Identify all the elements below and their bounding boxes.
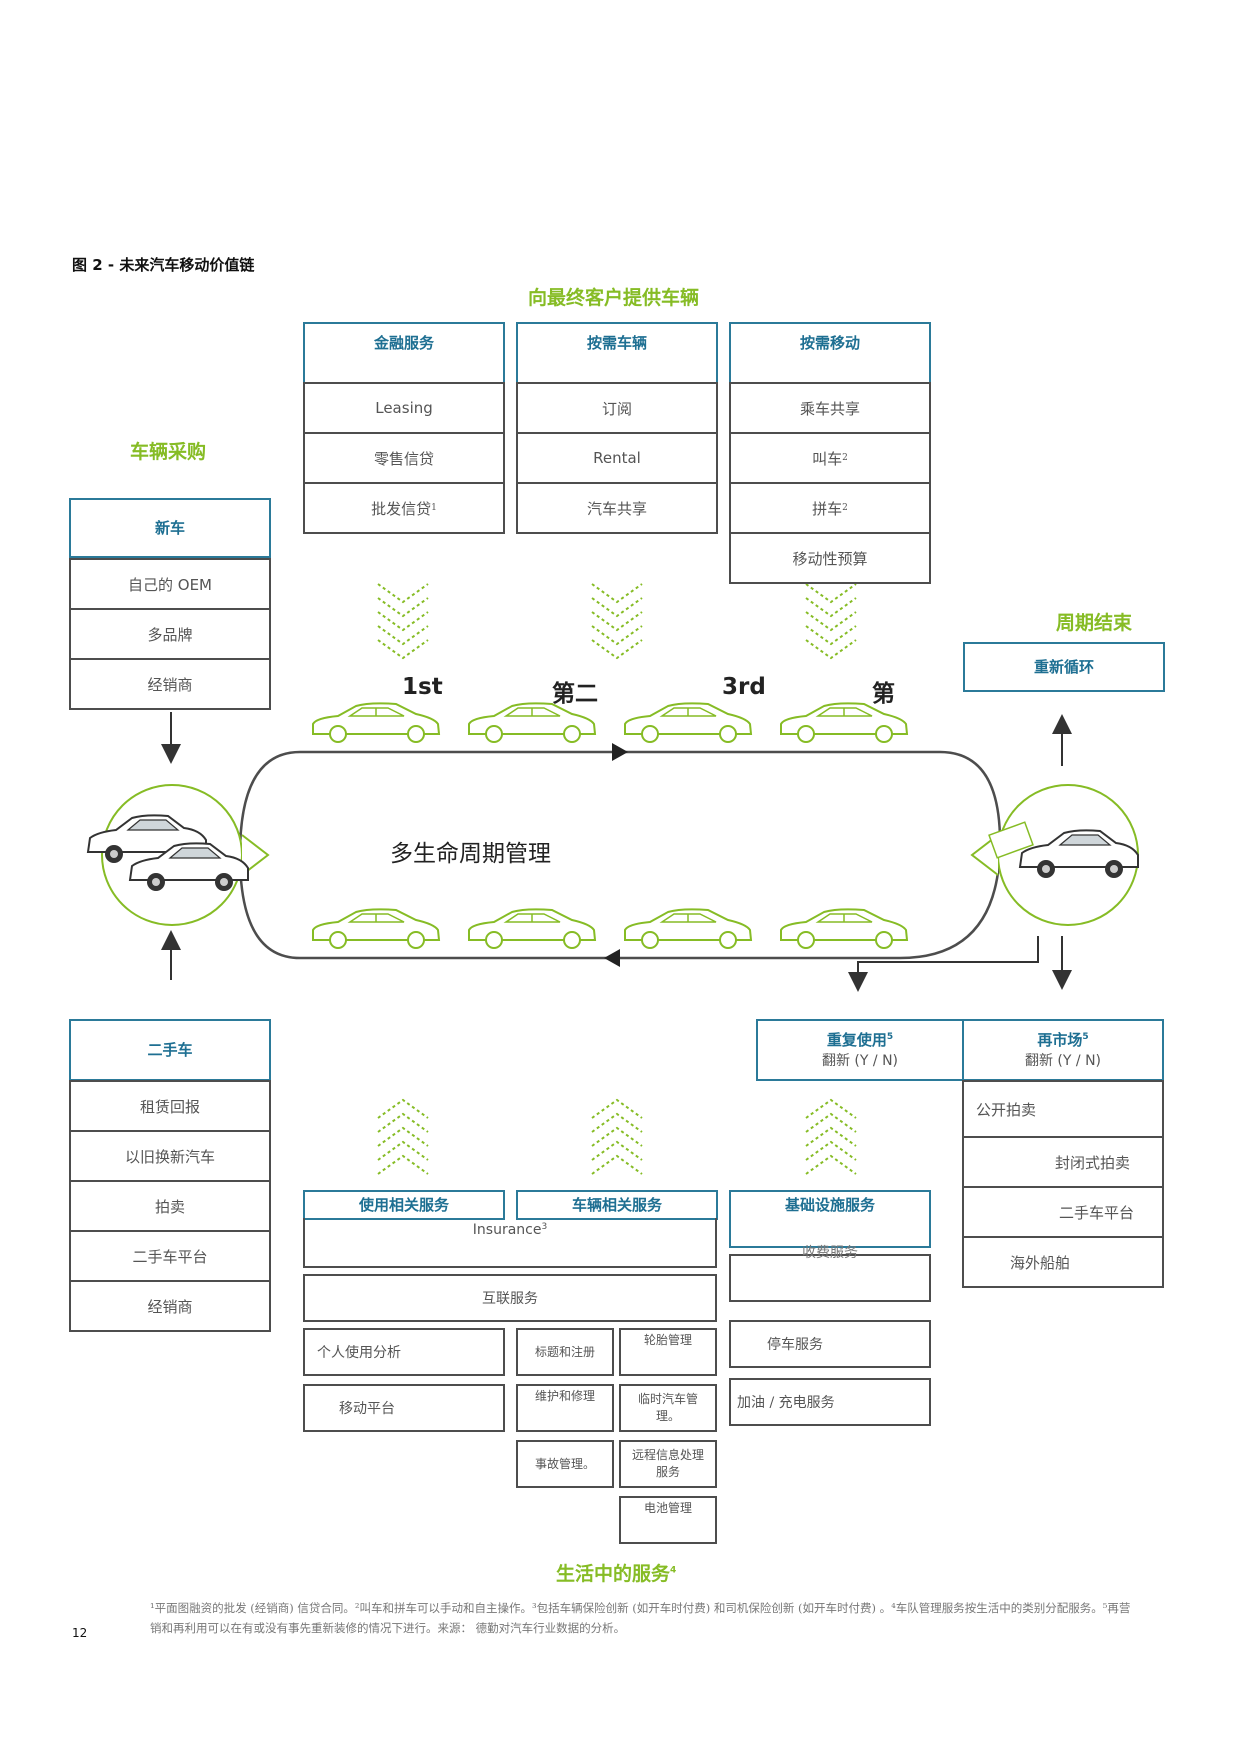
- ordinal-2: 第二: [552, 681, 598, 707]
- center-label: 多生命周期管理: [390, 841, 551, 867]
- toll-service-item: 收费服务: [729, 1245, 931, 1302]
- lifecycle-loop: [238, 750, 1002, 960]
- rental-item: Rental: [516, 432, 718, 484]
- car-sharing-item: 汽车共享: [516, 482, 718, 534]
- ordinal-1: 1st: [402, 674, 443, 700]
- trade-in-item: 以旧换新汽车: [69, 1130, 271, 1182]
- temporary-car-item: 临时汽车管理。: [619, 1384, 717, 1432]
- used-dealer-item: 经销商: [69, 1280, 271, 1332]
- subscription-item: 订阅: [516, 382, 718, 434]
- infra-services-header: 基础设施服务: [729, 1190, 931, 1248]
- remarket-header: 再市场5 翻新 (Y / N): [962, 1019, 1164, 1081]
- figure-title: 图 2 - 未来汽车移动价值链: [72, 256, 255, 274]
- usage-services-header: 使用相关服务: [303, 1190, 505, 1220]
- used-car-header: 二手车: [69, 1019, 271, 1081]
- closed-auction-item: 封闭式拍卖: [962, 1136, 1164, 1188]
- section-label-top: 向最终客户提供车辆: [528, 287, 700, 309]
- retail-credit-item: 零售信贷: [303, 432, 505, 484]
- ride-sharing-item: 乘车共享: [729, 382, 931, 434]
- used-car-platform-item: 二手车平台: [69, 1230, 271, 1282]
- leasing-item: Leasing: [303, 382, 505, 434]
- lease-return-item: 租赁回报: [69, 1080, 271, 1132]
- own-oem-item: 自己的 OEM: [69, 558, 271, 610]
- financial-services-header: 金融服务: [303, 322, 505, 384]
- usage-analytics-item: 个人使用分析: [303, 1328, 505, 1376]
- maintenance-repair-item: 维护和修理: [516, 1384, 614, 1432]
- section-label-acquisition: 车辆采购: [130, 441, 207, 463]
- section-label-cycle-end: 周期结束: [1056, 612, 1133, 634]
- new-car-header: 新车: [69, 498, 271, 558]
- footnote: ¹平面图融资的批发 (经销商) 信贷合同。²叫车和拼车可以手动和自主操作。³包括…: [150, 1601, 1131, 1635]
- battery-management-item: 电池管理: [619, 1496, 717, 1544]
- accident-management-item: 事故管理。: [516, 1440, 614, 1488]
- telematics-item: 远程信息处理服务: [619, 1440, 717, 1488]
- section-label-bottom: 生活中的服务4: [556, 1563, 677, 1585]
- auction-item: 拍卖: [69, 1180, 271, 1232]
- page-number: 12: [72, 1626, 88, 1640]
- recycle-header: 重新循环: [963, 642, 1165, 692]
- ordinal-4: 第: [872, 681, 895, 707]
- tire-management-item: 轮胎管理: [619, 1328, 717, 1376]
- mobility-platform-item: 移动平台: [303, 1384, 505, 1432]
- vehicle-services-header: 车辆相关服务: [516, 1190, 718, 1220]
- ordinal-3: 3rd: [722, 674, 766, 700]
- public-auction-item: 公开拍卖: [962, 1080, 1164, 1138]
- vehicle-on-demand-header: 按需车辆: [516, 322, 718, 384]
- connected-services-item: 互联服务: [303, 1274, 717, 1322]
- mobility-on-demand-header: 按需移动: [729, 322, 931, 384]
- overseas-shipping-item: 海外船舶: [962, 1236, 1164, 1288]
- fueling-charging-item: 加油 / 充电服务: [729, 1378, 931, 1426]
- multi-brand-item: 多品牌: [69, 608, 271, 660]
- parking-service-item: 停车服务: [729, 1320, 931, 1368]
- reuse-header: 重复使用5 翻新 (Y / N): [756, 1019, 964, 1081]
- remarket-platform-item: 二手车平台: [962, 1186, 1164, 1238]
- mobility-budget-item: 移动性预算: [729, 532, 931, 584]
- title-registration-item: 标题和注册: [516, 1328, 614, 1376]
- dealer-item: 经销商: [69, 658, 271, 710]
